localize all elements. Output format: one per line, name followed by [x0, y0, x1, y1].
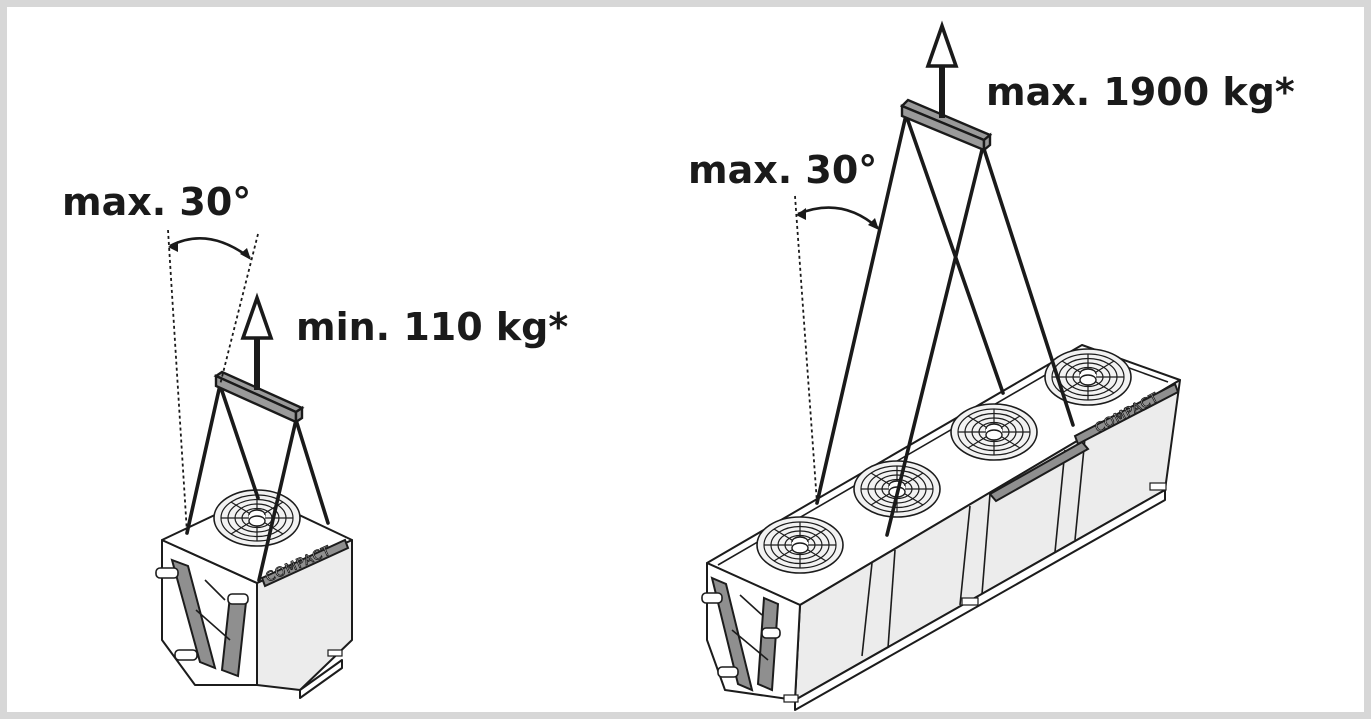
right-sling [981, 144, 1075, 427]
left-vertical-reference [167, 229, 188, 534]
right-spreader-beam [899, 98, 993, 153]
right-sling [885, 144, 985, 537]
left-spreader-beam [213, 370, 305, 425]
fan-icon [950, 403, 1038, 461]
right-load-label: max. 1900 kg* [986, 70, 1295, 114]
left-sling [218, 383, 260, 500]
fan-icon [756, 516, 844, 574]
left-load-label: min. 110 kg* [296, 305, 568, 349]
right-angle-arc [797, 206, 879, 229]
left-angle-label: max. 30° [62, 180, 251, 224]
left-angle-reference [219, 233, 259, 386]
left-sling [185, 383, 222, 535]
left-sling [294, 418, 330, 525]
right-sling [815, 113, 908, 505]
right-vertical-reference [794, 195, 818, 504]
left-sling [257, 418, 298, 582]
lift-arrow-icon [240, 292, 274, 390]
left-lifting-figure: COMPACT min. 110 kg* max. 30° [62, 180, 568, 699]
right-angle-label: max. 30° [688, 148, 877, 192]
right-lifting-figure: COMPACT max. 1900 kg* max. 30° [688, 20, 1295, 711]
lift-arrow-icon [925, 20, 959, 118]
left-angle-arc [169, 237, 251, 260]
